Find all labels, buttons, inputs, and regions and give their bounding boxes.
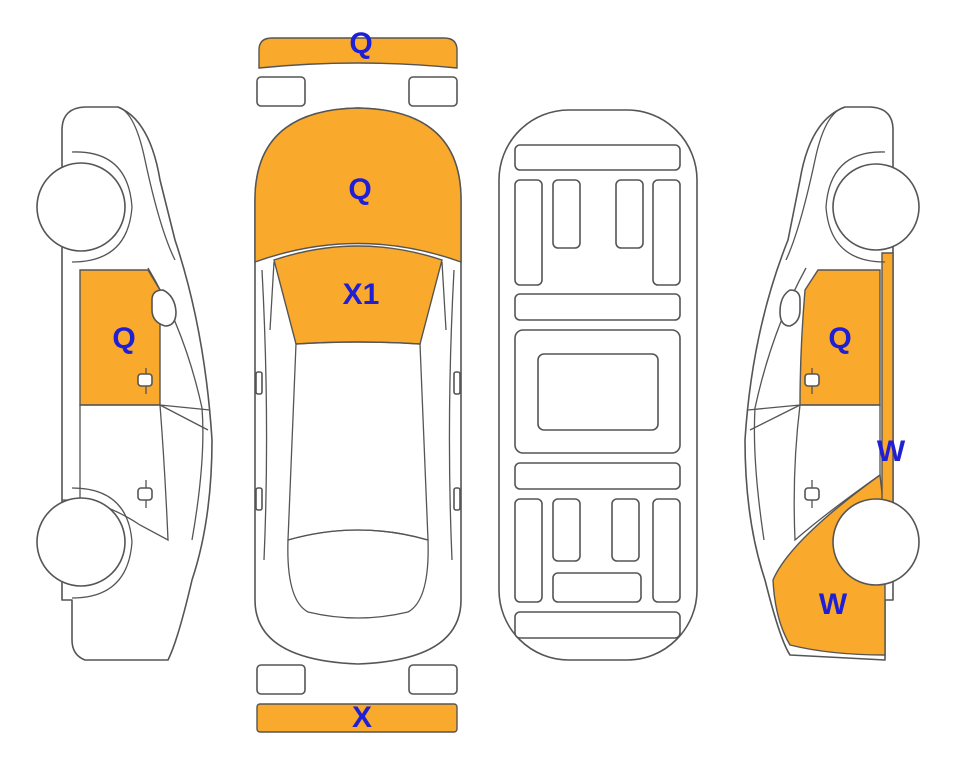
underbody-panel — [652, 498, 681, 603]
front-right-lamp — [408, 76, 458, 107]
left-front-handle — [137, 368, 153, 394]
underbody-panel — [514, 179, 543, 286]
left-side-line — [269, 261, 275, 331]
underbody-panel — [552, 572, 642, 603]
left-roof-line — [117, 106, 176, 261]
right-front-arch — [825, 151, 886, 263]
rear-left-lamp — [256, 664, 306, 695]
right-front-door[interactable] — [799, 269, 881, 406]
underbody-panel — [552, 179, 581, 249]
rear-bumper-group — [256, 664, 458, 733]
right-front-wheel — [832, 163, 920, 251]
right-rear-pillar-label: W — [877, 435, 906, 468]
left-mirror-side — [151, 289, 177, 327]
left-front-arch — [71, 151, 133, 263]
left-handle — [255, 487, 263, 511]
underbody-panel — [514, 462, 681, 490]
hood-label: Q — [348, 173, 371, 206]
left-rear-wheel — [36, 497, 126, 587]
right-rear-quarter-label: W — [819, 588, 848, 621]
right-rear-handle — [804, 480, 820, 508]
right-front-handle — [804, 368, 820, 394]
right-mirror — [453, 371, 461, 395]
left-side-view — [36, 106, 213, 661]
right-handle — [453, 487, 461, 511]
underbody-panel — [611, 498, 640, 562]
front-bumper[interactable] — [258, 37, 458, 69]
right-rear-wheel — [832, 498, 920, 586]
right-pillar-line — [448, 269, 455, 561]
left-front-door-label: Q — [112, 322, 135, 355]
right-front-door-label: Q — [828, 322, 851, 355]
front-bumper-label: Q — [349, 27, 372, 60]
rear-window — [287, 529, 429, 619]
right-rear-door — [793, 404, 881, 542]
left-window-line-2 — [159, 404, 209, 431]
left-pillar-line — [261, 269, 268, 561]
left-front-door[interactable] — [79, 269, 161, 406]
underbody-panel — [514, 144, 681, 171]
underbody-panel — [552, 498, 581, 562]
underbody-panel — [615, 179, 644, 249]
rear-bumper[interactable] — [256, 703, 458, 733]
rear-right-lamp — [408, 664, 458, 695]
underbody-panel — [514, 498, 543, 603]
left-rear-handle — [137, 480, 153, 508]
underbody-view — [498, 109, 698, 661]
left-front-wheel — [36, 162, 126, 252]
front-left-lamp — [256, 76, 306, 107]
rear-bumper-label: X — [352, 701, 372, 734]
underbody-panel — [537, 353, 659, 431]
right-window-line — [747, 404, 801, 411]
left-rear-arch — [71, 487, 133, 599]
damage-labels: Q Q X1 Q Q W W X — [112, 27, 906, 734]
top-view-car — [254, 107, 462, 665]
underbody-panel — [514, 293, 681, 321]
left-window-line — [159, 404, 211, 411]
windshield-label: X1 — [343, 278, 380, 311]
right-side-view — [744, 106, 920, 661]
hood-panel[interactable] — [254, 107, 462, 263]
right-mirror-side — [779, 289, 801, 327]
underbody-panel — [652, 179, 681, 286]
front-bumper-group — [256, 37, 458, 107]
right-side-line — [441, 261, 447, 331]
underbody-panel — [514, 611, 681, 639]
right-roof-line — [785, 106, 846, 261]
right-window-line-2 — [749, 404, 801, 431]
left-mirror — [255, 371, 263, 395]
